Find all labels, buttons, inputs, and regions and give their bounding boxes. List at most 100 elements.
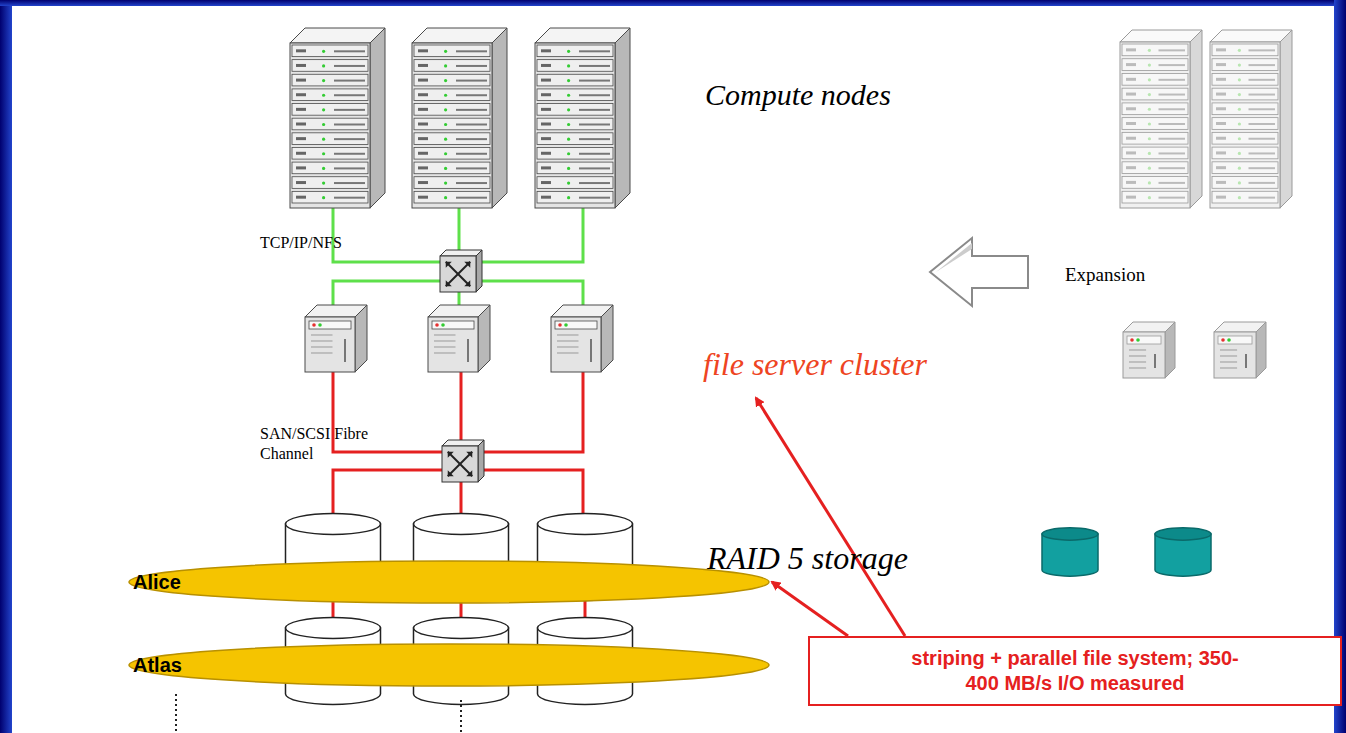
equipment-part [444,138,447,141]
equipment-part [292,118,368,130]
equipment-part [1120,42,1190,208]
equipment-part [322,108,325,111]
equipment-part [296,152,306,155]
equipment-part [334,109,365,111]
equipment-part [334,124,365,126]
equipment-part [290,43,370,208]
equipment-part [1148,181,1151,184]
equipment-part [434,347,456,348]
equipment-part [296,79,306,82]
band-ellipse-shape [129,644,769,686]
equipment-part [414,162,490,174]
equipment-part [1165,322,1175,378]
equipment-part [1122,147,1188,159]
equipment-part [538,618,633,639]
equipment-part [1220,356,1237,357]
equipment-part [537,162,613,174]
equipment-part [1216,63,1226,66]
equipment-part [434,341,456,342]
equipment-part [541,196,551,199]
equipment-part [537,133,613,145]
equipment-part [312,323,316,327]
equipment-part [1159,138,1186,140]
equipment-part [412,43,492,208]
equipment-part [344,339,346,362]
equipment-part [414,104,490,116]
equipment-part [296,181,306,184]
equipment-part [1249,152,1276,154]
equipment-part [292,162,368,174]
equipment-part [1245,354,1247,368]
expansion-arrow [930,238,1028,306]
equipment-part [311,335,333,336]
equipment-part [579,65,610,67]
equipment-part [1212,191,1278,203]
equipment-part [1148,49,1151,52]
expansion-label: Expansion [1065,264,1145,286]
equipment-part [1212,88,1278,100]
equipment-part [538,514,633,535]
equipment-part [456,138,487,140]
equipment-part [541,108,551,111]
equipment-part [448,452,454,458]
equipment-part [1249,79,1276,81]
equipment-part [1122,191,1188,203]
frame-band [0,0,12,733]
equipment-part [1042,528,1098,540]
equipment-part [418,196,428,199]
equipment-part [1220,350,1237,351]
equipment-part [537,74,613,86]
equipment-part [557,335,579,336]
equipment-part [1212,59,1278,71]
equipment-part [322,50,325,53]
network-switch [442,440,484,482]
equipment-part [535,43,615,208]
leader-arrow [756,398,905,636]
equipment-part [541,93,551,96]
equipment-part [1148,78,1151,81]
equipment-part [296,166,306,169]
equipment-part [296,196,306,199]
equipment-part [444,50,447,53]
equipment-part [446,262,470,286]
equipment-part [456,197,487,199]
equipment-part [290,28,385,43]
equipment-part [1126,63,1136,66]
equipment-part [478,305,490,372]
project-stripe-band: Alice [128,560,770,604]
network-switch [440,250,482,292]
equipment-part [1159,108,1186,110]
equipment-part [1122,177,1188,189]
equipment-part [1126,48,1136,51]
expansion-arrow-shade [936,243,972,272]
equipment-part [1122,103,1188,115]
equipment-part [440,256,476,292]
equipment-part [1126,166,1136,169]
equipment-part [446,280,452,286]
equipment-part [567,138,570,141]
equipment-part [444,196,447,199]
equipment-part [444,64,447,67]
equipment-part [541,166,551,169]
equipment-part [601,305,613,372]
equipment-part [1216,151,1226,154]
equipment-part [1212,73,1278,85]
equipment-part [1221,338,1225,342]
equipment-part [456,153,487,155]
equipment-part [1238,196,1241,199]
equipment-part [537,89,613,101]
equipment-part [418,64,428,67]
equipment-part [334,167,365,169]
equipment-part [1212,44,1278,56]
equipment-part [414,74,490,86]
band-ellipse-shape [129,561,769,603]
equipment-part [537,104,613,116]
equipment-part [444,108,447,111]
equipment-part [1238,152,1241,155]
equipment-part [1154,354,1156,368]
file-server [1214,322,1266,378]
tier-label: Compute nodes [705,78,891,112]
equipment-part [1159,79,1186,81]
equipment-part [1159,167,1186,169]
project-stripe-band: Atlas [128,643,770,687]
